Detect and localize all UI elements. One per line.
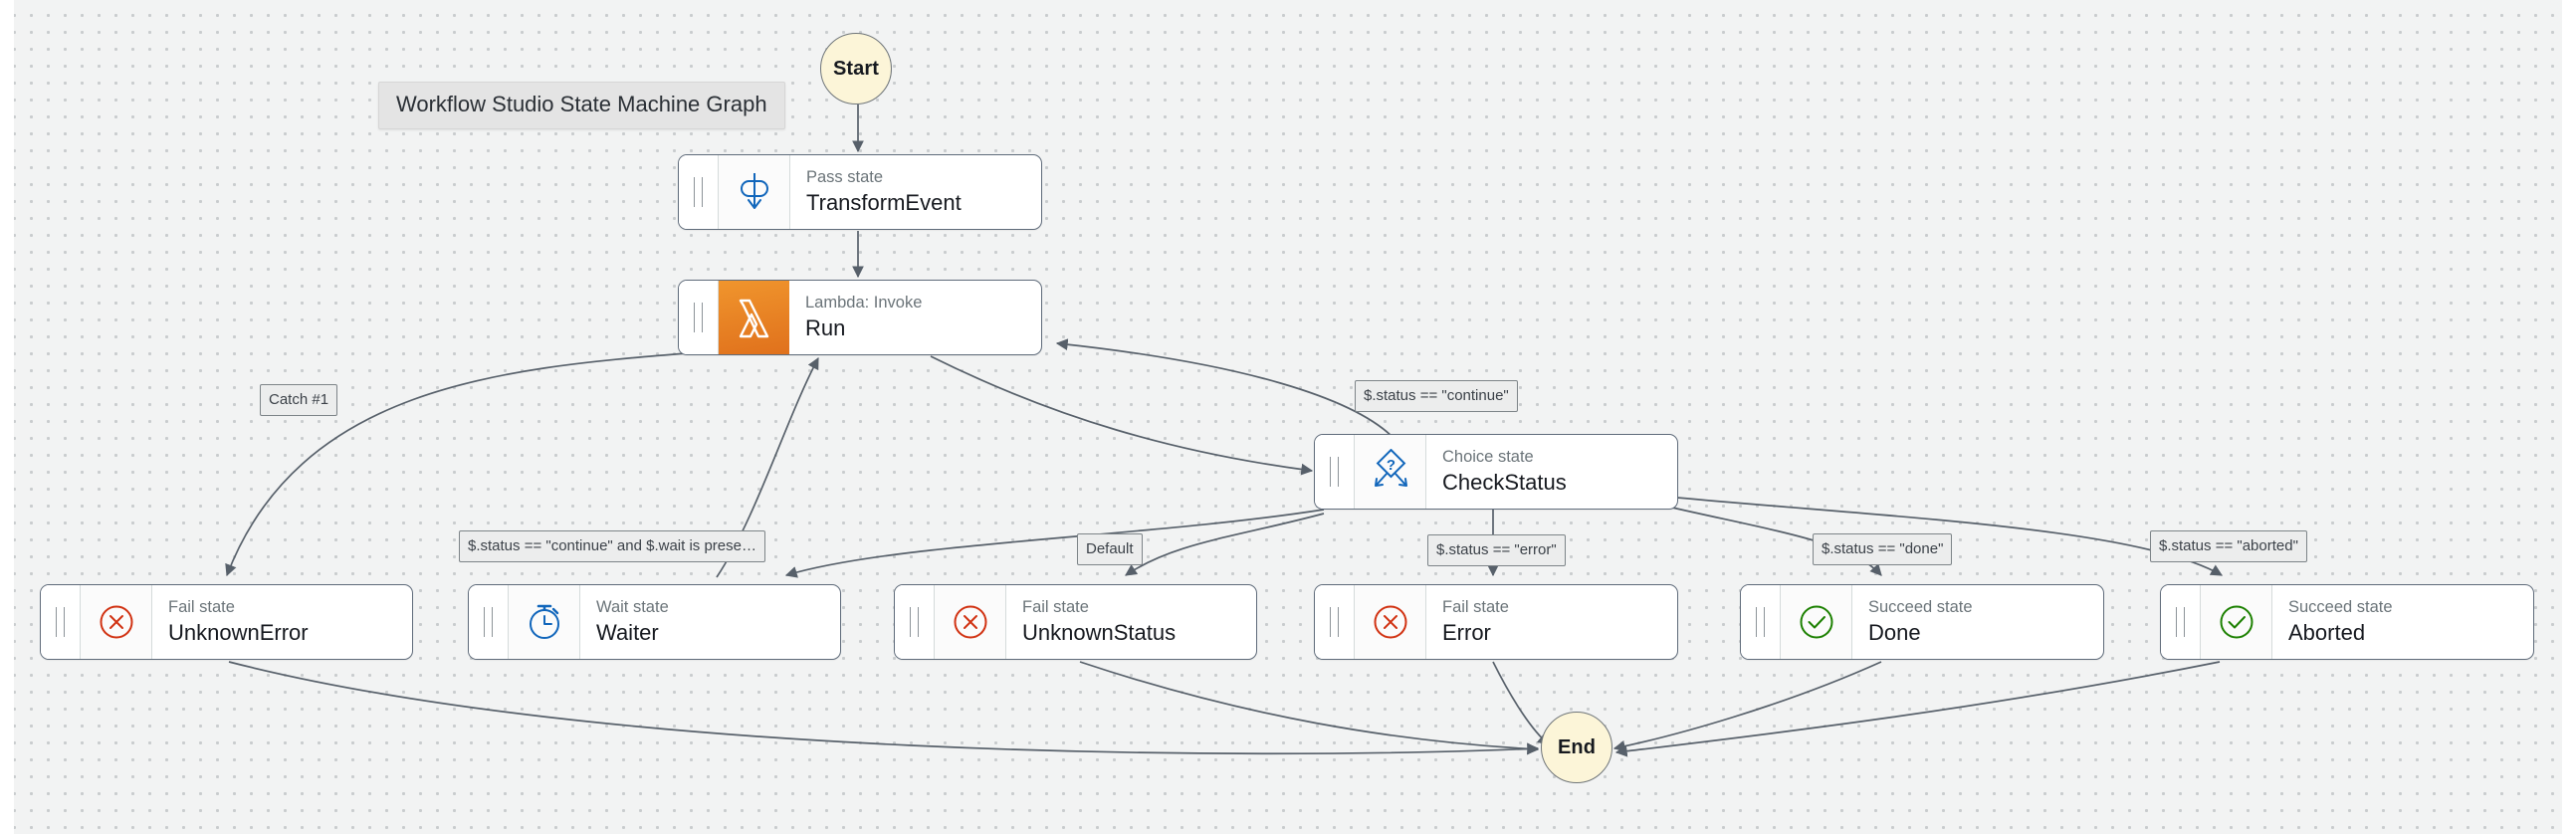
state-node-run[interactable]: Lambda: Invoke Run: [678, 280, 1042, 355]
state-node-labels: Lambda: Invoke Run: [789, 281, 1041, 354]
pass-state-icon: [719, 155, 790, 229]
drag-handle-icon[interactable]: [1741, 585, 1781, 659]
edge-label-continue[interactable]: $.status == "continue": [1355, 380, 1518, 412]
state-node-unknown-status[interactable]: Fail state UnknownStatus: [894, 584, 1257, 660]
choice-state-icon: ?: [1355, 435, 1426, 509]
drag-handle-icon[interactable]: [1315, 435, 1355, 509]
drag-handle-icon[interactable]: [41, 585, 81, 659]
start-node-label: Start: [832, 57, 880, 80]
state-node-error[interactable]: Fail state Error: [1314, 584, 1678, 660]
state-node-check-status[interactable]: ? Choice state CheckStatus: [1314, 434, 1678, 510]
state-node-kind: Succeed state: [2288, 598, 2393, 617]
state-node-kind: Fail state: [1442, 598, 1509, 617]
state-node-kind: Fail state: [168, 598, 235, 617]
state-node-labels: Fail state UnknownError: [152, 585, 412, 659]
state-node-name: UnknownStatus: [1022, 620, 1177, 646]
drag-handle-icon[interactable]: [679, 281, 719, 354]
fail-state-icon: [935, 585, 1006, 659]
drag-handle-icon[interactable]: [1315, 585, 1355, 659]
state-node-labels: Fail state Error: [1426, 585, 1677, 659]
state-node-kind: Choice state: [1442, 448, 1534, 467]
state-node-aborted[interactable]: Succeed state Aborted: [2160, 584, 2534, 660]
end-node[interactable]: End: [1541, 712, 1612, 783]
state-node-kind: Pass state: [806, 168, 884, 187]
fail-state-icon: [81, 585, 152, 659]
state-node-waiter[interactable]: Wait state Waiter: [468, 584, 841, 660]
fail-state-icon: [1355, 585, 1426, 659]
graph-title-chip: Workflow Studio State Machine Graph: [378, 82, 785, 129]
state-node-labels: Succeed state Aborted: [2272, 585, 2533, 659]
edge-label-status-done[interactable]: $.status == "done": [1813, 533, 1953, 565]
start-node[interactable]: Start: [820, 33, 892, 104]
wait-state-icon: [509, 585, 580, 659]
canvas-left-gutter: [0, 0, 14, 834]
state-node-kind: Fail state: [1022, 598, 1089, 617]
canvas-right-gutter: [2562, 0, 2576, 834]
state-node-labels: Pass state TransformEvent: [790, 155, 1041, 229]
state-node-name: Run: [805, 315, 846, 341]
state-node-labels: Succeed state Done: [1852, 585, 2103, 659]
succeed-state-icon: [2201, 585, 2272, 659]
state-node-transform-event[interactable]: Pass state TransformEvent: [678, 154, 1042, 230]
state-node-kind: Wait state: [596, 598, 669, 617]
state-node-name: Aborted: [2288, 620, 2366, 646]
svg-text:?: ?: [1386, 457, 1395, 474]
aws-lambda-icon: [719, 281, 789, 354]
succeed-state-icon: [1781, 585, 1852, 659]
state-node-labels: Fail state UnknownStatus: [1006, 585, 1256, 659]
edge-label-status-error[interactable]: $.status == "error": [1427, 534, 1566, 566]
state-node-name: Error: [1442, 620, 1491, 646]
state-node-done[interactable]: Succeed state Done: [1740, 584, 2104, 660]
state-node-name: Waiter: [596, 620, 659, 646]
drag-handle-icon[interactable]: [895, 585, 935, 659]
state-node-labels: Choice state CheckStatus: [1426, 435, 1677, 509]
state-node-name: UnknownError: [168, 620, 309, 646]
state-node-kind: Lambda: Invoke: [805, 294, 923, 313]
state-node-kind: Succeed state: [1868, 598, 1973, 617]
state-node-labels: Wait state Waiter: [580, 585, 840, 659]
state-node-name: CheckStatus: [1442, 470, 1567, 496]
end-node-label: End: [1557, 735, 1597, 758]
state-node-name: Done: [1868, 620, 1921, 646]
edge-label-catch-1[interactable]: Catch #1: [260, 384, 338, 416]
edge-label-default[interactable]: Default: [1077, 533, 1143, 565]
state-node-name: TransformEvent: [806, 190, 962, 216]
drag-handle-icon[interactable]: [2161, 585, 2201, 659]
edge-label-continue-and-wait[interactable]: $.status == "continue" and $.wait is pre…: [459, 530, 765, 562]
drag-handle-icon[interactable]: [679, 155, 719, 229]
edge-label-status-aborted[interactable]: $.status == "aborted": [2150, 530, 2307, 562]
state-node-unknown-error[interactable]: Fail state UnknownError: [40, 584, 413, 660]
drag-handle-icon[interactable]: [469, 585, 509, 659]
